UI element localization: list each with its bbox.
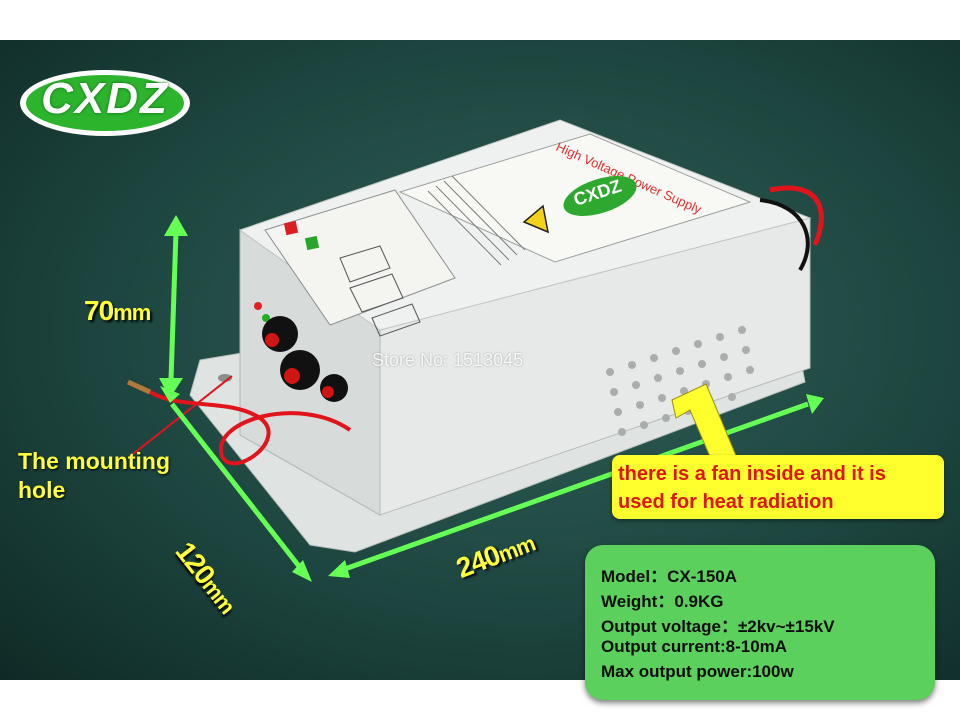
indicator-r-label <box>304 235 320 251</box>
warning-triangle-icon <box>522 204 550 234</box>
height-unit: mm <box>113 300 151 325</box>
indicator-h-label <box>283 220 299 236</box>
spec-weight: Weight：0.9KG <box>601 592 724 611</box>
device-label-logo <box>563 176 637 216</box>
height-value: 70 <box>84 295 114 326</box>
height-dimension-label: 70mm <box>84 295 151 327</box>
spec-max-power: Max output power:100w <box>601 662 794 681</box>
mounting-hole-annotation: The mounting hole <box>18 447 228 505</box>
device-label-text-lines <box>427 175 526 266</box>
fan-note-line-1: there is a fan inside and it is <box>618 463 886 485</box>
control-panel <box>264 189 456 326</box>
store-watermark: Store No: 1513045 <box>372 350 524 370</box>
input-wire-red <box>148 390 352 466</box>
fan-note-box <box>612 455 944 519</box>
depth-dimension-arrow <box>160 386 312 582</box>
logo-ellipse <box>26 75 184 131</box>
knob-voltage <box>262 316 298 352</box>
fan-note-line-2: used for heat radiation <box>618 491 834 513</box>
power-button <box>320 374 348 402</box>
knob-current <box>280 350 320 390</box>
spec-output-current: Output current:8-10mA <box>601 637 788 656</box>
brand-logo: CXDZ <box>41 74 169 123</box>
leds <box>254 302 270 322</box>
mounting-hole-line-1: The mounting <box>18 448 171 474</box>
spec-box <box>585 545 935 700</box>
height-dimension-arrow <box>159 215 188 398</box>
fan-note-text: there is a fan inside and it is used for… <box>618 460 944 516</box>
output-wire-red <box>769 185 824 246</box>
input-wire-end <box>126 379 152 395</box>
spec-output-voltage: Output voltage：±2kv~±15kV <box>601 617 835 636</box>
length-dimension-arrow <box>328 394 824 578</box>
panel-grid-lines <box>339 245 421 337</box>
output-wire-black <box>759 198 810 272</box>
mounting-hole-line-2: hole <box>18 477 66 503</box>
spec-model: Model：CX-150A <box>601 567 738 586</box>
